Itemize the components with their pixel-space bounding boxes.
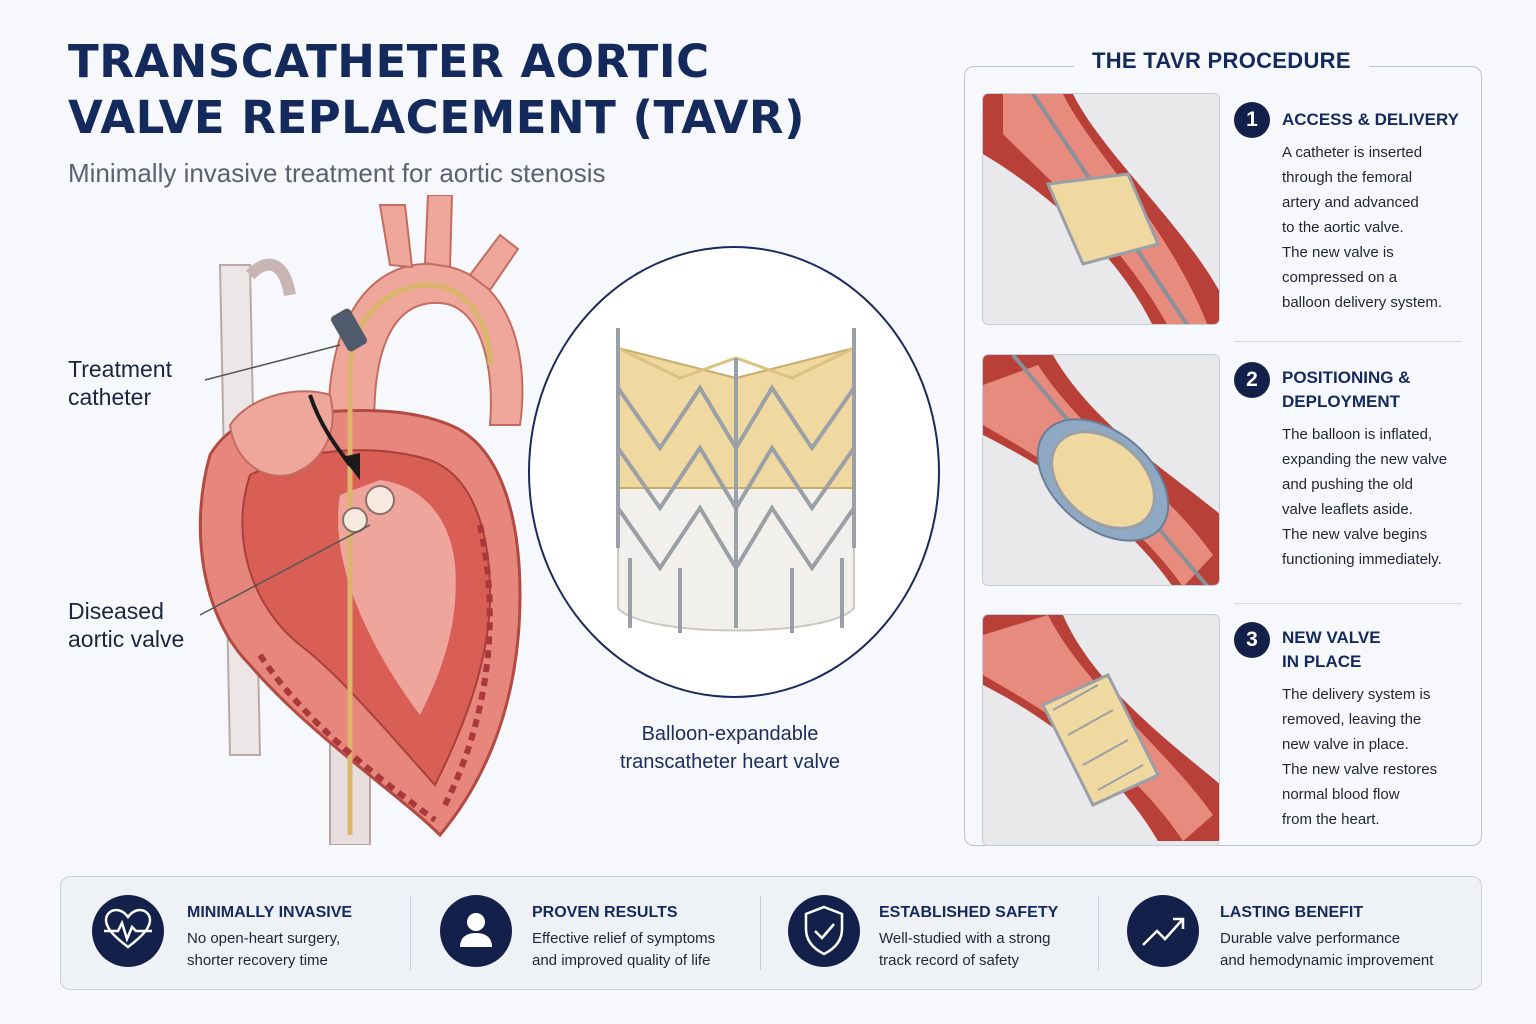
step-1-image [982, 93, 1220, 325]
label-diseased-valve: Diseased aortic valve [68, 597, 184, 653]
step-1-number: 1 [1234, 102, 1270, 138]
step-3-text: The delivery system is removed, leaving … [1282, 682, 1437, 832]
benefit-text: No open-heart surgery, shorter recovery … [187, 928, 340, 972]
benefit-text-line: Durable valve performance [1220, 930, 1401, 947]
step-divider [1234, 603, 1462, 604]
title-line-2: VALVE REPLACEMENT (TAVR) [68, 91, 806, 144]
label-valve-line-2: aortic valve [68, 626, 185, 652]
step-2-number: 2 [1234, 362, 1270, 398]
step-1-text-line: compressed on a [1282, 269, 1398, 286]
benefit-text-line: Well-studied with a strong [879, 930, 1051, 947]
valve-caption: Balloon-expandable transcatheter heart v… [590, 720, 870, 776]
valve-caption-line-1: Balloon-expandable [641, 723, 819, 745]
benefit-divider [760, 896, 761, 970]
procedure-title: THE TAVR PROCEDURE [1074, 48, 1369, 74]
person-icon [440, 895, 512, 967]
step-2-title-line: POSITIONING & [1282, 368, 1411, 387]
step-1-text-line: A catheter is inserted [1282, 144, 1423, 161]
step-2-text-line: The balloon is inflated, [1282, 426, 1433, 443]
step-3-title: NEW VALVE IN PLACE [1282, 626, 1381, 674]
step-2-text-line: functioning immediately. [1282, 551, 1442, 568]
benefit-text-line: track record of safety [879, 952, 1020, 969]
step-1-text: A catheter is inserted through the femor… [1282, 140, 1442, 315]
benefit-text-line: shorter recovery time [187, 952, 328, 969]
transcatheter-valve-image [616, 328, 856, 633]
benefit-text-line: and hemodynamic improvement [1220, 952, 1434, 969]
step-2-text-line: and pushing the old [1282, 476, 1413, 493]
step-1-text-line: to the aortic valve. [1282, 219, 1404, 236]
benefit-text-line: No open-heart surgery, [187, 930, 341, 947]
step-1-text-line: The new valve is [1282, 244, 1394, 261]
title-line-1: TRANSCATHETER AORTIC [68, 35, 710, 88]
label-treatment-catheter: Treatment catheter [68, 355, 172, 411]
step-3-text-line: The new valve restores [1282, 761, 1438, 778]
benefit-text: Effective relief of symptoms and improve… [532, 928, 715, 972]
step-2-image [982, 354, 1220, 586]
page-title: TRANSCATHETER AORTIC VALVE REPLACEMENT (… [68, 34, 868, 146]
step-2-text: The balloon is inflated, expanding the n… [1282, 422, 1447, 572]
step-3-text-line: normal blood flow [1282, 786, 1400, 803]
label-valve-line-1: Diseased [68, 598, 164, 624]
step-3-text-line: new valve in place. [1282, 736, 1409, 753]
benefit-title: LASTING BENEFIT [1220, 904, 1364, 921]
valve-in-place-image [983, 615, 1219, 841]
heart-pulse-icon [92, 895, 164, 967]
benefit-divider [410, 896, 411, 970]
step-3-image [982, 614, 1220, 846]
valve-caption-line-2: transcatheter heart valve [619, 751, 841, 773]
label-catheter-line-1: Treatment [68, 356, 172, 382]
benefit-divider [1098, 896, 1099, 970]
label-catheter-line-2: catheter [68, 384, 152, 410]
step-divider [1234, 341, 1462, 342]
heart-anatomy-image [198, 194, 524, 846]
benefit-title: PROVEN RESULTS [532, 904, 678, 921]
step-3-text-line: from the heart. [1282, 811, 1380, 828]
benefit-title: ESTABLISHED SAFETY [879, 904, 1059, 921]
trend-up-icon [1127, 895, 1199, 967]
heart-illustration [190, 194, 540, 846]
step-3-title-line: NEW VALVE [1282, 628, 1381, 647]
step-1-text-line: balloon delivery system. [1282, 294, 1443, 311]
step-2-title: POSITIONING & DEPLOYMENT [1282, 366, 1410, 414]
benefit-text-line: Effective relief of symptoms [532, 930, 716, 947]
valve-callout-circle [528, 246, 940, 698]
step-2-text-line: expanding the new valve [1282, 451, 1448, 468]
step-1-text-line: artery and advanced [1282, 194, 1419, 211]
benefit-text: Durable valve performance and hemodynami… [1220, 928, 1433, 972]
step-2-text-line: valve leaflets aside. [1282, 501, 1413, 518]
shield-check-icon [788, 895, 860, 967]
benefit-text-line: and improved quality of life [532, 952, 711, 969]
step-3-text-line: The delivery system is [1282, 686, 1431, 703]
step-2-text-line: The new valve begins [1282, 526, 1428, 543]
step-3-title-line: IN PLACE [1282, 652, 1362, 671]
benefit-text: Well-studied with a strong track record … [879, 928, 1050, 972]
step-1-title-line: ACCESS & DELIVERY [1282, 110, 1459, 129]
benefits-bar [60, 876, 1482, 990]
step-1-text-line: through the femoral [1282, 169, 1413, 186]
balloon-inflation-image [983, 355, 1219, 585]
benefit-title: MINIMALLY INVASIVE [187, 904, 353, 921]
page-subtitle: Minimally invasive treatment for aortic … [68, 158, 606, 188]
step-1-title: ACCESS & DELIVERY [1282, 108, 1459, 132]
step-2-title-line: DEPLOYMENT [1282, 392, 1401, 411]
step-3-number: 3 [1234, 622, 1270, 658]
artery-catheter-image [983, 94, 1219, 324]
step-3-text-line: removed, leaving the [1282, 711, 1422, 728]
